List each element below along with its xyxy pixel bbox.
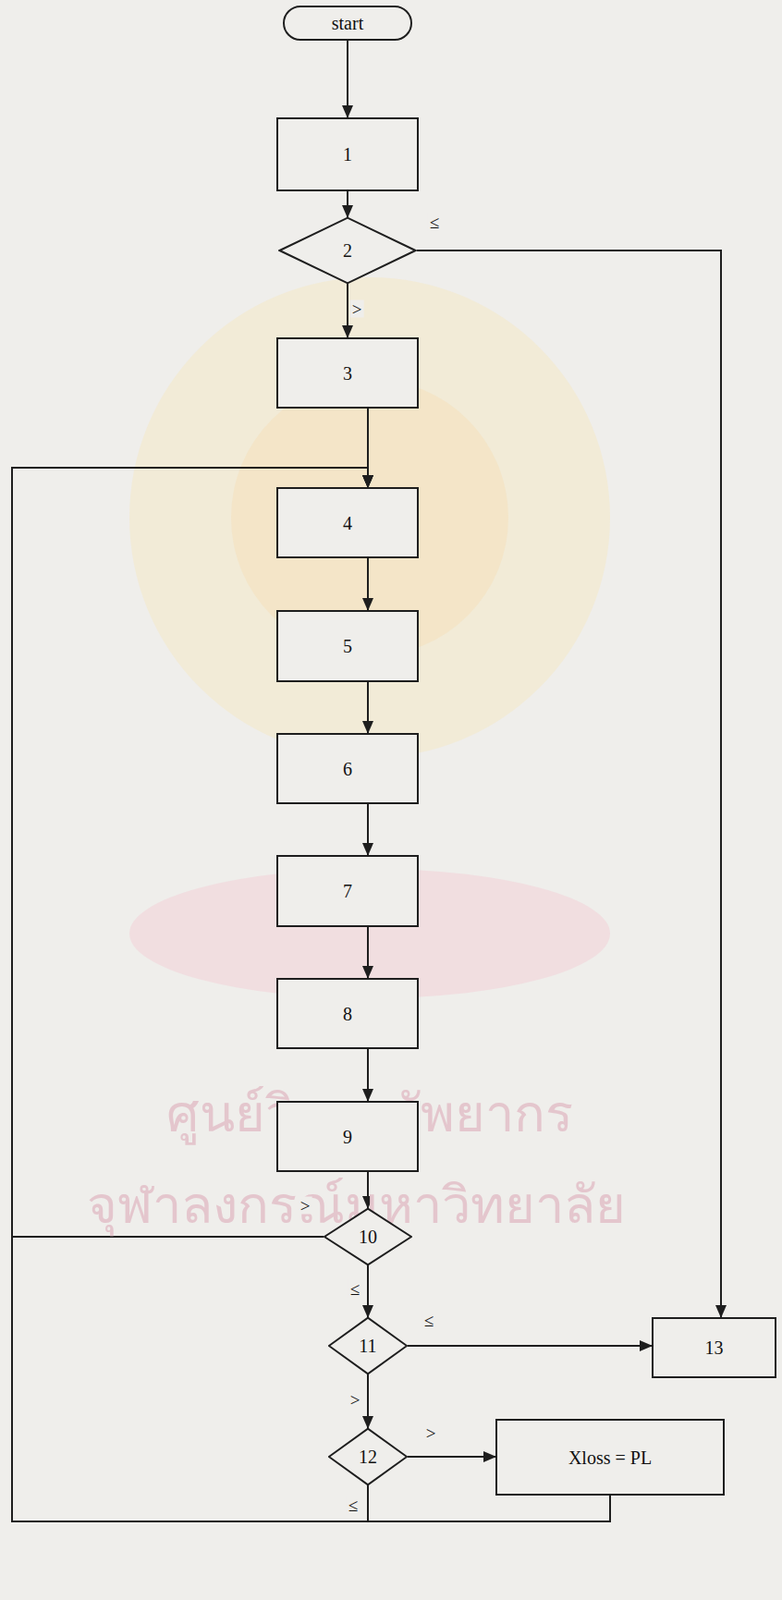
terminal: start [282,5,413,41]
branch-condition: ≤ [422,1311,436,1330]
flow-arrow [366,804,369,856]
step-label: 12 [358,1446,378,1467]
step-label: 11 [358,1335,377,1357]
flow-arrow [366,558,369,611]
process-box: 5 [276,610,419,683]
step-label: 1 [342,144,353,165]
flow-arrow [366,682,369,734]
process-box: 1 [276,117,419,192]
branch-condition: > [298,1197,313,1215]
decision-diamond: 10 [323,1208,413,1266]
flow-arrow [346,191,349,218]
step-label: 6 [342,758,353,780]
flow-arrow [346,283,349,338]
flow-arrow [366,1374,369,1429]
branch-condition: ≤ [348,1280,362,1298]
step-label: 10 [358,1226,378,1247]
step-label: 4 [342,513,353,534]
flow-arrow [346,40,349,118]
branch-condition: > [424,1424,439,1442]
step-label: 9 [342,1126,353,1148]
process-box: 3 [276,337,419,409]
branch-condition: ≤ [427,213,441,232]
flow-arrow [366,927,369,978]
decision-diamond: 2 [278,217,417,284]
step-label: Xloss = PL [568,1447,652,1468]
step-label: 8 [342,1003,353,1025]
decision-diamond: 12 [328,1428,408,1486]
process-box: 13 [651,1317,777,1379]
step-label: 7 [342,880,353,902]
flow-arrow [366,1265,369,1318]
flow-arrow [416,250,721,1318]
step-label: 2 [342,240,353,261]
branch-condition: ≤ [346,1496,360,1515]
decision-diamond: 11 [328,1317,408,1375]
branch-condition: > [350,300,365,318]
process-box: 7 [276,855,419,928]
assignment-box: Xloss = PL [495,1418,725,1496]
flow-arrow [12,467,611,1522]
terminal-label: start [331,12,364,34]
emblem-rays [129,277,611,758]
process-box: 9 [276,1100,419,1173]
step-label: 5 [342,635,353,657]
process-box: 8 [276,977,419,1050]
process-box: 6 [276,733,419,805]
step-label: 3 [342,363,353,384]
process-box: 4 [276,487,419,559]
flow-arrow [407,1455,496,1458]
flow-arrow [407,1344,652,1347]
branch-condition: > [348,1391,363,1409]
step-label: 13 [705,1337,724,1358]
